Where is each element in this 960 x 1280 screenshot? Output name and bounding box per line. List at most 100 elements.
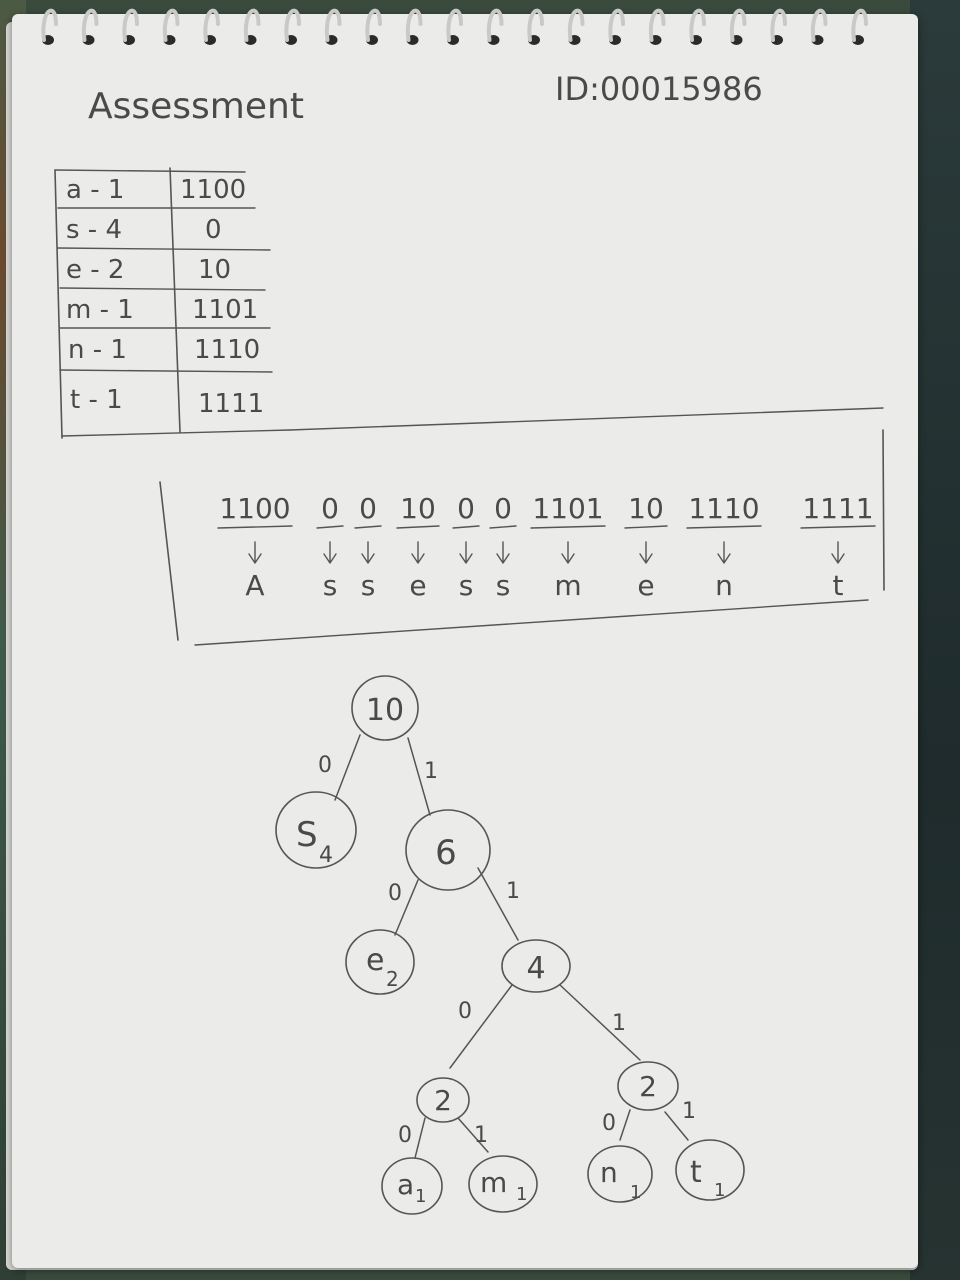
decode-bits: 1111 [802, 492, 873, 525]
decode-bits: 0 [359, 492, 377, 525]
binding-ring [81, 8, 99, 42]
spiral-binding [41, 8, 868, 45]
node-value: 2 [639, 1070, 657, 1103]
decode-bits: 10 [628, 492, 664, 525]
notebook-page [12, 14, 918, 1268]
decode-column: 10 e [624, 492, 668, 602]
binding-ring [486, 8, 504, 42]
decoded-letter: m [554, 569, 581, 602]
table-symbol: m - 1 [66, 295, 134, 325]
table-symbol: e - 2 [66, 255, 124, 285]
binding-ring [770, 8, 787, 42]
decode-bits: 1101 [532, 492, 603, 525]
down-arrow-icon [561, 541, 575, 564]
decoded-letter: e [409, 569, 426, 602]
edge-label: 0 [458, 999, 472, 1024]
node-value: 2 [434, 1084, 452, 1117]
huffman-tree: 0 1 0 1 0 1 0 1 0 1 10 S 4 6 e 2 4 [275, 675, 745, 1215]
leaf-letter: m [480, 1166, 507, 1199]
decode-underline [217, 525, 293, 529]
down-arrow-icon [639, 541, 653, 564]
table-code: 1101 [192, 295, 258, 325]
table-code: 1110 [194, 335, 260, 365]
code-table-row: m - 1 1101 [66, 295, 258, 325]
tree-leaf-n: n 1 [587, 1145, 653, 1203]
edge-label: 0 [388, 881, 402, 906]
decoded-letter: s [496, 569, 511, 602]
edge-label: 1 [612, 1011, 626, 1036]
table-symbol: t - 1 [70, 385, 123, 415]
down-arrow-icon [411, 541, 425, 564]
binding-ring [162, 8, 180, 42]
binding-ring [41, 8, 58, 42]
node-value: 10 [366, 693, 404, 728]
decode-column: 1111 t [800, 492, 876, 602]
binding-ring [648, 8, 666, 42]
decode-column: 0s [489, 492, 517, 602]
down-arrow-icon [717, 541, 731, 564]
decode-underline [686, 525, 762, 529]
decode-column: 1101 m [530, 492, 606, 602]
binding-ring [405, 8, 423, 42]
node-value: 6 [435, 833, 457, 873]
binding-ring [284, 8, 301, 42]
decode-bits: 0 [321, 492, 339, 525]
code-table: a - 1 1100 s - 4 0 e - 2 10 m - 1 1101 n… [54, 167, 291, 439]
binding-ring [608, 8, 625, 42]
table-code: 1111 [198, 389, 264, 419]
leaf-count: 1 [516, 1184, 527, 1205]
binding-ring [527, 8, 544, 42]
decode-column: 10e [396, 492, 440, 602]
tree-node-4: 4 [501, 939, 571, 993]
edge-label: 1 [424, 759, 438, 784]
binding-ring [729, 8, 747, 42]
down-arrow-icon [831, 541, 845, 564]
edge-label: 1 [682, 1099, 696, 1124]
tree-node-root: 10 [351, 675, 419, 741]
down-arrow-icon [459, 541, 473, 564]
edge-label: 1 [506, 879, 520, 904]
code-table-row: a - 1 1100 [66, 175, 246, 205]
down-arrow-icon [248, 541, 262, 564]
tree-leaf-m: m 1 [468, 1155, 538, 1213]
decode-column: 0s [316, 492, 344, 602]
table-code: 0 [205, 215, 222, 245]
tree-node-2-left: 2 [416, 1077, 470, 1123]
decode-underline [354, 525, 382, 529]
code-table-row: e - 2 10 [66, 255, 231, 285]
student-id: ID:00015986 [555, 70, 763, 108]
edge-label: 0 [398, 1123, 412, 1148]
table-code: 1100 [180, 175, 246, 205]
down-arrow-icon [361, 541, 375, 564]
table-symbol: s - 4 [66, 215, 122, 245]
decoded-letter: s [323, 569, 338, 602]
decode-bits: 1110 [688, 492, 759, 525]
decoded-letter: t [833, 569, 844, 602]
decoded-letter: n [715, 569, 733, 602]
binding-ring [365, 8, 382, 42]
leaf-letter: n [600, 1156, 618, 1189]
decode-column: 0s [452, 492, 480, 602]
leaf-letter: e [366, 943, 384, 978]
leaf-letter: S [296, 815, 318, 855]
decode-underline [624, 525, 668, 529]
code-table-row: t - 1 1111 [70, 385, 264, 419]
node-value: 4 [526, 951, 545, 986]
table-symbol: a - 1 [66, 175, 124, 205]
edge-label: 0 [318, 753, 332, 778]
decode-bits: 1100 [219, 492, 290, 525]
decoded-letter: e [637, 569, 654, 602]
edge-label: 0 [602, 1111, 616, 1136]
decode-column: 0s [354, 492, 382, 602]
leaf-count: 2 [386, 967, 399, 991]
leaf-count: 1 [630, 1182, 641, 1203]
decode-underline [396, 525, 440, 529]
table-symbol: n - 1 [68, 335, 127, 365]
binding-ring [567, 8, 585, 42]
binding-ring [689, 8, 706, 42]
down-arrow-icon [496, 541, 510, 564]
binding-ring [122, 8, 139, 42]
decode-underline [316, 525, 344, 529]
